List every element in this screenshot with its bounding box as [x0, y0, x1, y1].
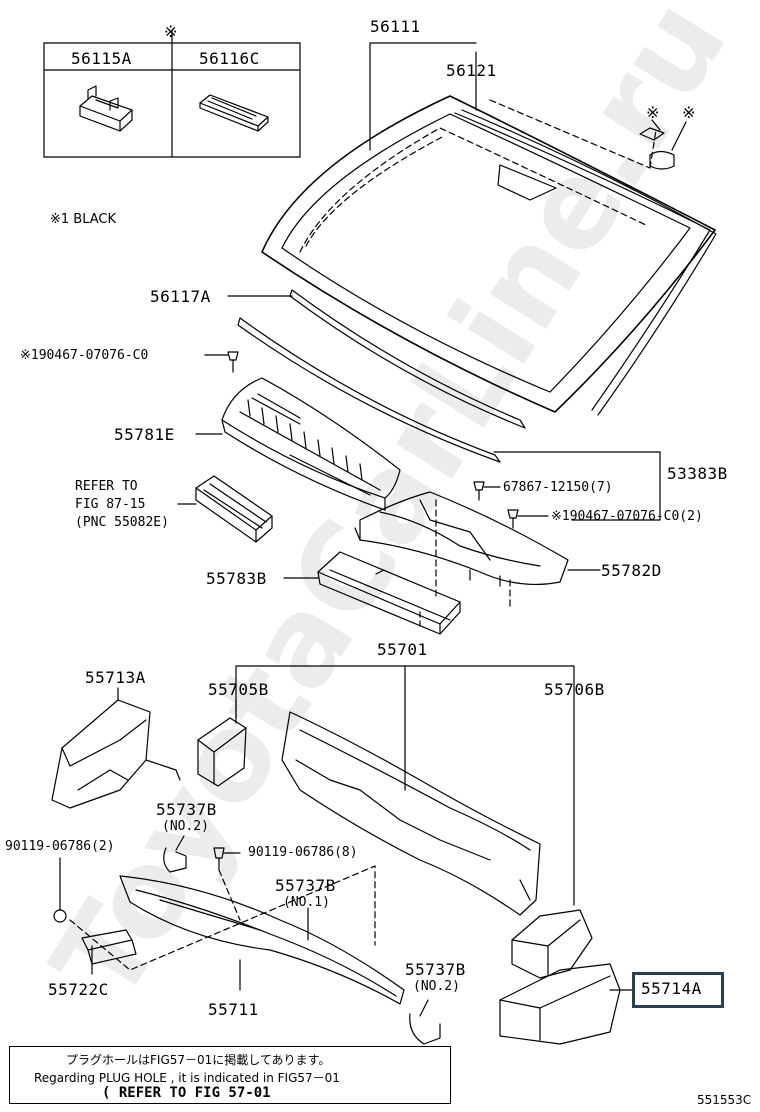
duct-55082e — [177, 475, 273, 543]
part-number-55705b: 55705B — [208, 680, 269, 699]
note-line-japanese: プラグホールはFIG57－01に掲載してあります。 — [66, 1053, 331, 1067]
cowl-panel-55783b — [283, 551, 461, 635]
clip-56115a-drawing — [79, 85, 133, 132]
part-number-55782d: 55782D — [601, 561, 662, 580]
marker-b: ※ — [682, 103, 696, 122]
cowl-panel-55701 — [281, 711, 541, 916]
cowl-panel-55711 — [119, 875, 405, 1005]
windshield-glass — [261, 95, 716, 413]
refer-line-1: REFER TO — [75, 479, 138, 494]
cowl-seal-strip — [237, 317, 501, 463]
note-line-refer: ( REFER TO FIG 57-01 — [102, 1085, 271, 1101]
clip-90467-top — [204, 351, 239, 373]
weatherstrip-56117a — [227, 289, 526, 429]
part-number-90467-top: ※190467-07076-C0 — [20, 348, 149, 363]
part-number-55706b: 55706B — [544, 680, 605, 699]
bolt-90119-mid — [213, 847, 241, 871]
refer-line-3: (PNC 55082E) — [75, 515, 169, 530]
parts-box-marker: ※ — [164, 22, 178, 41]
bracket-55722c — [81, 929, 137, 975]
bolt-90119-left — [53, 857, 67, 923]
refer-line-2: FIG 87-15 — [75, 497, 146, 512]
part-number-53383b: 53383B — [667, 464, 728, 483]
cowl-louver-55781e — [195, 377, 401, 511]
clip-55737b-lower — [409, 999, 441, 1045]
part-number-55722c: 55722C — [48, 980, 109, 999]
part-number-55737b-lower-sub: (NO.2) — [413, 979, 460, 994]
part-number-90119-mid: 90119-06786(8) — [248, 845, 358, 860]
cowl-panel-55782d — [354, 491, 601, 607]
part-number-55781e: 55781E — [114, 425, 175, 444]
side-panel-55713a — [51, 687, 181, 809]
part-number-55711: 55711 — [208, 1000, 259, 1019]
part-number-56121: 56121 — [446, 61, 497, 80]
plug-hole-note-box: プラグホールはFIG57－01に掲載してあります。 Regarding PLUG… — [9, 1046, 451, 1104]
bracket-55705b — [197, 699, 247, 787]
clip-56116c-drawing — [199, 94, 269, 132]
part-number-55737b-upper-sub: (NO.2) — [162, 819, 209, 834]
clip-90467-right — [507, 509, 549, 529]
part-number-90467-right: ※190467-07076-C0(2) — [551, 509, 703, 524]
part-number-55713a: 55713A — [85, 668, 146, 687]
part-number-55737b-upper: 55737B — [156, 800, 217, 819]
bracket-55706b — [511, 909, 593, 979]
highlight-box-55714a — [632, 972, 724, 1008]
part-number-55783b: 55783B — [206, 569, 267, 588]
part-number-55714a: 55714A — [641, 979, 702, 998]
part-number-90119-left: 90119-06786(2) — [5, 839, 115, 854]
clip-67867 — [473, 481, 501, 501]
part-number-55737b-mid-sub: (NO.1) — [283, 895, 330, 910]
clip-parts-top-right — [639, 119, 687, 170]
part-number-55701: 55701 — [377, 640, 428, 659]
part-number-55737b-lower: 55737B — [405, 960, 466, 979]
note-line-english: Regarding PLUG HOLE , it is indicated in… — [34, 1071, 340, 1085]
part-number-56111: 56111 — [370, 17, 421, 36]
marker-a: ※ — [646, 103, 660, 122]
clip-parts-box — [43, 30, 301, 158]
leader-53383b — [493, 451, 661, 521]
windshield-molding-56121 — [454, 51, 717, 416]
part-number-56117a: 56117A — [150, 287, 211, 306]
footnote-black: ※1 BLACK — [50, 212, 117, 227]
part-number-67867: 67867-12150(7) — [503, 480, 613, 495]
clip-55737b-upper — [163, 835, 187, 873]
part-number-55737b-mid: 55737B — [275, 876, 336, 895]
figure-code: 551553C — [697, 1093, 752, 1107]
side-panel-55714a — [499, 963, 633, 1045]
part-number-56116c: 56116C — [199, 49, 260, 68]
part-number-56115a: 56115A — [71, 49, 132, 68]
